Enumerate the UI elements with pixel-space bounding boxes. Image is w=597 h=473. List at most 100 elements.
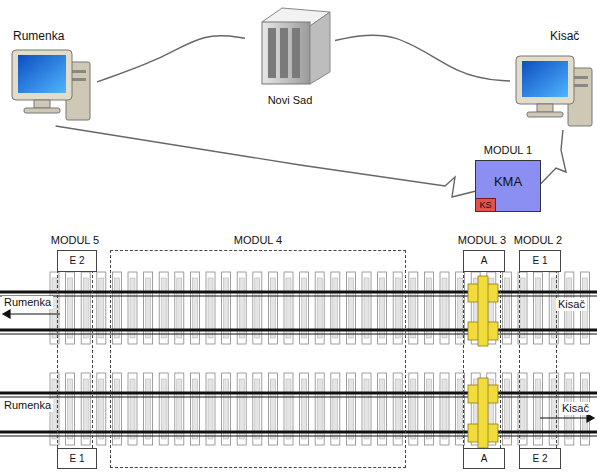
network-link [541,130,566,183]
sleeper [409,373,418,445]
network-link [97,36,245,82]
node-label: E 1 [58,453,96,465]
sleeper [424,272,433,344]
sleeper-plate [317,379,322,439]
sleeper [315,272,324,344]
direction-label: Kisač [556,298,587,311]
sleeper-plate [255,379,260,439]
sleeper-plate [114,379,119,439]
sleeper-plate [68,379,73,439]
sleeper [128,272,137,344]
sleeper [331,373,340,445]
sleeper [268,272,277,344]
network-link [56,126,475,197]
sleeper [253,272,262,344]
direction-label: Rumenka [2,296,53,309]
direction-label: Kisač [560,402,591,415]
computer-node: Kisač [510,28,594,130]
node-label: KMA [476,175,540,190]
sleeper-plate [395,379,400,439]
server-node: Novi Sad [245,2,335,112]
sleepers [50,272,589,445]
link-line [541,130,566,183]
module-region: MODUL 5E 2E 1 [57,250,93,468]
module-title: MODUL 2 [486,234,590,247]
module-region: MODUL 4 [110,250,406,468]
sleeper-plate [364,379,369,439]
sleeper [378,373,387,445]
sleeper-plate [270,379,275,439]
direction-arrow [3,310,594,422]
ks-box: KS [475,198,496,212]
node-label: KS [476,200,495,210]
sleeper [362,373,371,445]
module-region: MODUL 3AA [463,250,501,468]
sleeper [112,272,121,344]
sleeper [315,373,324,445]
sleeper [284,373,293,445]
section-box: E 2 [57,250,97,272]
section-box: A [463,250,505,272]
sleeper [424,373,433,445]
computer-icon [12,50,90,120]
sleeper [346,272,355,344]
node-label: Rumenka [13,30,64,44]
sleeper [284,272,293,344]
sleeper-plate [458,379,463,439]
sleeper [268,373,277,445]
sleeper [190,373,199,445]
sleeper [81,272,90,344]
section-box: A [463,448,505,469]
server-icon [262,8,330,84]
sleeper [97,272,106,344]
section-box: E 1 [519,250,561,272]
sleeper-plate [333,379,338,439]
sleeper [159,272,168,344]
sleeper [66,272,75,344]
node-label: Novi Sad [245,94,335,107]
computer-icon [516,56,592,126]
sleeper [534,373,543,445]
sleeper-plate [380,379,385,439]
sleeper [222,272,231,344]
module-title: MODUL 4 [77,234,439,247]
sleeper [66,373,75,445]
module-title: MODUL 1 [442,144,574,157]
sleeper-plate [520,379,525,439]
sleeper [237,373,246,445]
sleeper [346,373,355,445]
sleeper-plate [239,379,244,439]
sleeper-plate [83,379,88,439]
node-label: A [464,453,504,465]
node-label: E 2 [58,255,96,267]
section-box: E 2 [519,448,561,469]
sleeper [222,373,231,445]
link-line [56,126,475,197]
rails [0,292,597,436]
sleeper [362,272,371,344]
sleeper-plate [442,379,447,439]
sleeper [175,373,184,445]
sleeper-plate [161,379,166,439]
sleeper [81,373,90,445]
sleeper [300,373,309,445]
sleeper-plate [536,379,541,439]
sleeper-plate [348,379,353,439]
sleeper [440,272,449,344]
sleeper [144,272,153,344]
sleeper [393,272,402,344]
computer-node: Rumenka [5,28,97,126]
sleeper-plate [504,379,509,439]
sleeper-plate [130,379,135,439]
sleeper [502,373,511,445]
sleeper [502,272,511,344]
sleeper [378,272,387,344]
sleeper-plate [208,379,213,439]
sleeper [534,272,543,344]
node-label: E 1 [520,255,560,267]
node-label: E 2 [520,453,560,465]
sleeper [331,272,340,344]
sleeper-plate [426,379,431,439]
sleeper-plate [146,379,151,439]
